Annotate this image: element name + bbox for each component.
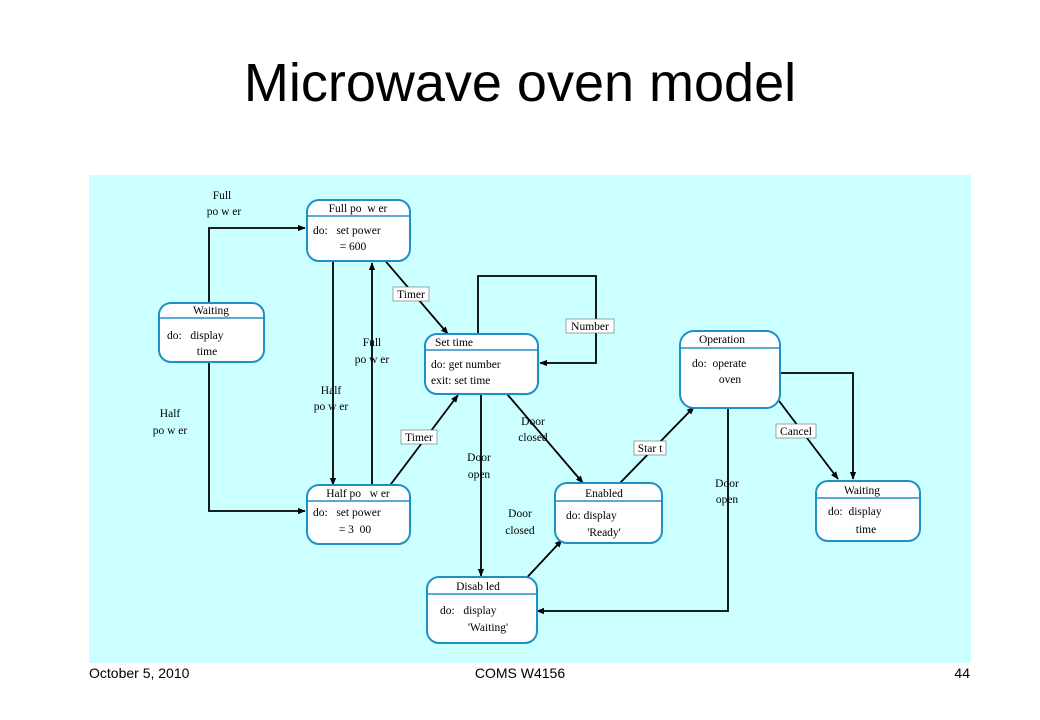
label-half-power-mid: Half po w er bbox=[314, 385, 349, 413]
label-number: Number bbox=[565, 318, 615, 334]
label-start: Star t bbox=[633, 440, 667, 456]
footer-date: October 5, 2010 bbox=[89, 665, 190, 681]
state-diagram: Waiting do: display time Full po w er do… bbox=[153, 190, 921, 644]
state-activity: do: display bbox=[828, 506, 882, 518]
state-activity-2: time bbox=[856, 524, 876, 536]
state-half-power: Half po w er do: set power = 3 00 bbox=[306, 484, 411, 545]
state-name: Waiting bbox=[193, 305, 229, 317]
state-activity-2: 'Waiting' bbox=[468, 622, 508, 634]
svg-text:Half: Half bbox=[321, 385, 342, 397]
state-activity: do: operate bbox=[692, 358, 746, 370]
edge-set-time-self-loop bbox=[477, 275, 597, 367]
svg-text:open: open bbox=[468, 469, 491, 481]
state-activity-2: oven bbox=[719, 374, 742, 386]
svg-text:Star t: Star t bbox=[638, 443, 663, 455]
state-activity: do: get number bbox=[431, 359, 501, 371]
state-activity: do: display bbox=[440, 605, 497, 617]
edge-set-time-to-enabled bbox=[506, 393, 584, 484]
edge-operation-to-waiting-2 bbox=[748, 372, 857, 480]
label-cancel: Cancel bbox=[775, 423, 817, 439]
label-half-power-left: Half po w er bbox=[153, 408, 188, 437]
svg-text:po w er: po w er bbox=[355, 354, 390, 366]
svg-text:Full: Full bbox=[363, 337, 382, 349]
state-operation: Operation do: operate oven bbox=[679, 330, 781, 409]
label-door-open-2: Door open bbox=[715, 478, 739, 506]
state-name: Waiting bbox=[844, 485, 880, 497]
svg-text:open: open bbox=[716, 494, 739, 506]
slide-title: Microwave oven model bbox=[243, 53, 797, 113]
svg-text:Timer: Timer bbox=[405, 432, 433, 444]
state-name: Disab led bbox=[456, 581, 500, 593]
svg-text:Timer: Timer bbox=[397, 289, 425, 301]
svg-text:Full: Full bbox=[213, 190, 232, 202]
state-activity: do: display bbox=[167, 330, 224, 342]
svg-text:Door: Door bbox=[715, 478, 739, 490]
state-name: Operation bbox=[699, 334, 745, 346]
edge-waiting-to-full-power bbox=[208, 224, 306, 303]
label-full-power-mid: Full po w er bbox=[355, 337, 390, 366]
svg-text:Number: Number bbox=[571, 321, 609, 333]
state-activity: do: set power bbox=[313, 507, 381, 519]
svg-text:Door: Door bbox=[521, 416, 545, 428]
state-set-time: Set time do: get number exit: set time bbox=[424, 333, 539, 395]
label-door-closed-1: Door closed bbox=[518, 416, 548, 444]
state-activity: do: set power bbox=[313, 225, 381, 237]
svg-text:Half: Half bbox=[160, 408, 181, 420]
state-full-power: Full po w er do: set power = 600 bbox=[306, 199, 411, 262]
state-name: Enabled bbox=[585, 488, 623, 500]
svg-text:Door: Door bbox=[467, 452, 491, 464]
state-activity-2: = 600 bbox=[340, 241, 367, 253]
label-timer-bottom: Timer bbox=[400, 429, 438, 445]
svg-text:closed: closed bbox=[518, 432, 548, 444]
svg-text:po w er: po w er bbox=[207, 206, 242, 218]
state-name: Full po w er bbox=[329, 203, 388, 215]
svg-text:po w er: po w er bbox=[153, 425, 188, 437]
state-name: Half po w er bbox=[326, 488, 390, 500]
state-activity-2: exit: set time bbox=[431, 375, 490, 387]
state-name: Set time bbox=[435, 337, 473, 349]
svg-text:Cancel: Cancel bbox=[780, 426, 812, 438]
label-timer-top: Timer bbox=[392, 286, 430, 302]
edge-operation-to-disabled bbox=[536, 407, 729, 615]
footer-page-number: 44 bbox=[954, 665, 970, 681]
state-enabled: Enabled do: display 'Ready' bbox=[554, 482, 663, 544]
edge-waiting-to-half-power bbox=[208, 360, 306, 515]
state-waiting-right: Waiting do: display time bbox=[815, 480, 921, 542]
svg-text:po w er: po w er bbox=[314, 401, 349, 413]
svg-text:closed: closed bbox=[505, 525, 535, 537]
label-full-power-top: Full po w er bbox=[207, 190, 242, 218]
state-activity-2: 'Ready' bbox=[587, 527, 621, 539]
state-disabled: Disab led do: display 'Waiting' bbox=[426, 576, 538, 644]
label-door-open-1: Door open bbox=[467, 452, 491, 481]
svg-text:Door: Door bbox=[508, 508, 532, 520]
state-activity: do: display bbox=[566, 510, 617, 522]
state-waiting-left: Waiting do: display time bbox=[158, 302, 265, 363]
footer-course: COMS W4156 bbox=[474, 665, 566, 681]
label-door-closed-2: Door closed bbox=[505, 508, 535, 537]
state-activity-2: = 3 00 bbox=[339, 524, 372, 536]
state-activity-2: time bbox=[197, 346, 217, 358]
